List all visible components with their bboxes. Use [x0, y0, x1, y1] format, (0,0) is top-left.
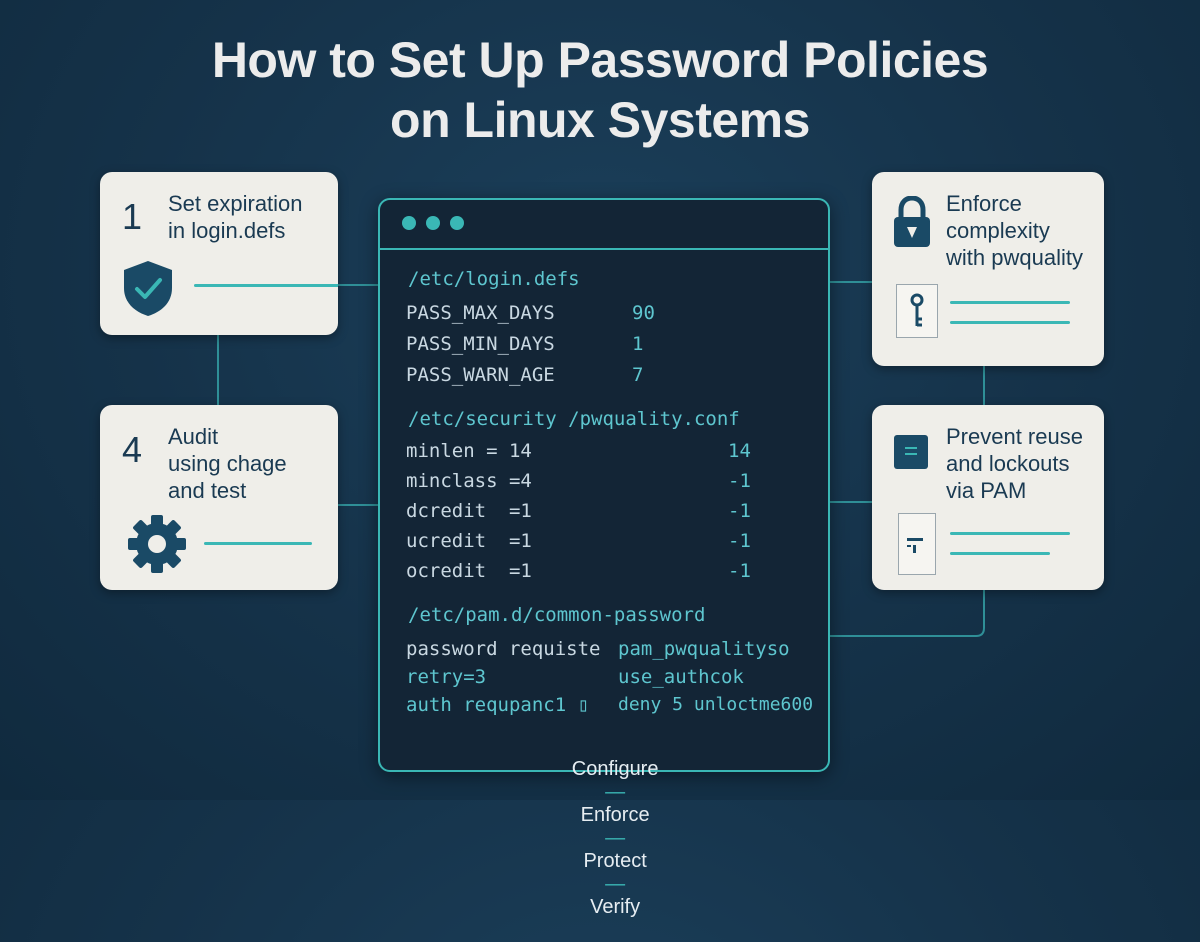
step-number: 4 [122, 429, 143, 470]
step-label-line-2: complexity [946, 218, 1050, 243]
workflow-separator: — [605, 781, 626, 803]
pwquality-key: minclass =4 [406, 470, 532, 492]
workflow-step: Configure [571, 758, 659, 780]
terminal-window: /etc/login.defs PASS_MAX_DAYS 90 PASS_MI… [378, 198, 830, 918]
pwquality-value: 14 [728, 440, 751, 462]
step-label-line-3: with pwquality [946, 245, 1083, 270]
login-defs-key: PASS_MAX_DAYS [406, 302, 555, 324]
workflow-separator: — [605, 873, 626, 895]
pwquality-key: ocredit =1 [406, 560, 532, 582]
step-label-line-1: Enforce [946, 191, 1022, 216]
pam-left: auth requpanc1 ▯ [406, 694, 590, 716]
title-line-1: How to Set Up Password Policies [211, 32, 989, 88]
pwquality-value: -1 [728, 560, 751, 582]
step-label-line-2: and lockouts [946, 451, 1070, 476]
step-label-line-2: using chage [168, 451, 287, 476]
step-card-expiration: 1 Set expiration in login.defs [100, 172, 338, 335]
key-box [896, 284, 938, 338]
login-defs-key: PASS_MIN_DAYS [406, 333, 555, 355]
pam-left: retry=3 [406, 666, 487, 688]
connector-reuse-loop [826, 590, 985, 637]
pwquality-value: -1 [728, 500, 751, 522]
step-label: Set expiration in login.defs [168, 190, 303, 244]
pwquality-value: -1 [728, 530, 751, 552]
document-icon [894, 435, 928, 469]
step-label: Enforce complexity with pwquality [946, 190, 1083, 271]
pwquality-key: dcredit =1 [406, 500, 532, 522]
pwquality-value: -1 [728, 470, 751, 492]
pam-right: use_authcok [618, 666, 744, 688]
workflow-step: Enforce [580, 804, 650, 826]
pam-right: pam_pwqualityso [618, 638, 790, 660]
terminal-title-bar [380, 200, 828, 250]
step-label-line-3: and test [168, 478, 247, 503]
step-label-line-1: Prevent reuse [946, 424, 1083, 449]
detail-line-2 [950, 321, 1070, 324]
pam-right: deny 5 unloctme600 [618, 694, 814, 715]
workflow-separator: — [605, 827, 626, 849]
page-title: How to Set Up Password Policies on Linux… [0, 30, 1200, 150]
pwquality-header: /etc/security /pwquality.conf [408, 408, 740, 430]
login-defs-value: 7 [632, 364, 644, 386]
step-label: Prevent reuse and lockouts via PAM [946, 423, 1083, 504]
detail-line-1 [950, 301, 1070, 304]
pwquality-key: ucredit =1 [406, 530, 532, 552]
login-defs-header: /etc/login.defs [408, 268, 580, 290]
connector-line [194, 284, 338, 287]
step-label-line-3: via PAM [946, 478, 1027, 503]
window-dot [450, 216, 464, 230]
key-icon [910, 293, 924, 327]
pam-left: password requiste [406, 638, 601, 660]
login-defs-value: 1 [632, 333, 644, 355]
document-icon [898, 513, 936, 575]
workflow-step: Protect [583, 850, 647, 872]
title-line-2: on Linux Systems [390, 92, 810, 148]
pam-header: /etc/pam.d/common-password [408, 604, 706, 626]
step-label: Audit using chage and test [168, 423, 287, 504]
connector-line [204, 542, 312, 545]
window-dot [426, 216, 440, 230]
lock-icon [894, 196, 930, 247]
step-card-reuse: Prevent reuse and lockouts via PAM [872, 405, 1104, 590]
shield-check-icon [124, 261, 172, 316]
login-defs-key: PASS_WARN_AGE [406, 364, 555, 386]
step-card-audit: 4 Audit using chage and test [100, 405, 338, 590]
workflow-step: Verify [590, 896, 641, 918]
window-dot [402, 216, 416, 230]
step-label-line-2: in login.defs [168, 218, 286, 243]
step-label-line-1: Audit [168, 424, 219, 449]
login-defs-value: 90 [632, 302, 655, 324]
detail-line-1 [950, 532, 1070, 535]
detail-line-2 [950, 552, 1050, 555]
workflow-footer: Configure — Enforce — Protect — Verify [380, 735, 828, 942]
pwquality-key: minlen = 14 [406, 440, 532, 462]
step-label-line-1: Set expiration [168, 191, 303, 216]
gear-icon [128, 515, 186, 573]
step-number: 1 [122, 196, 143, 237]
connector-lines [217, 281, 985, 637]
step-card-complexity: Enforce complexity with pwquality [872, 172, 1104, 366]
